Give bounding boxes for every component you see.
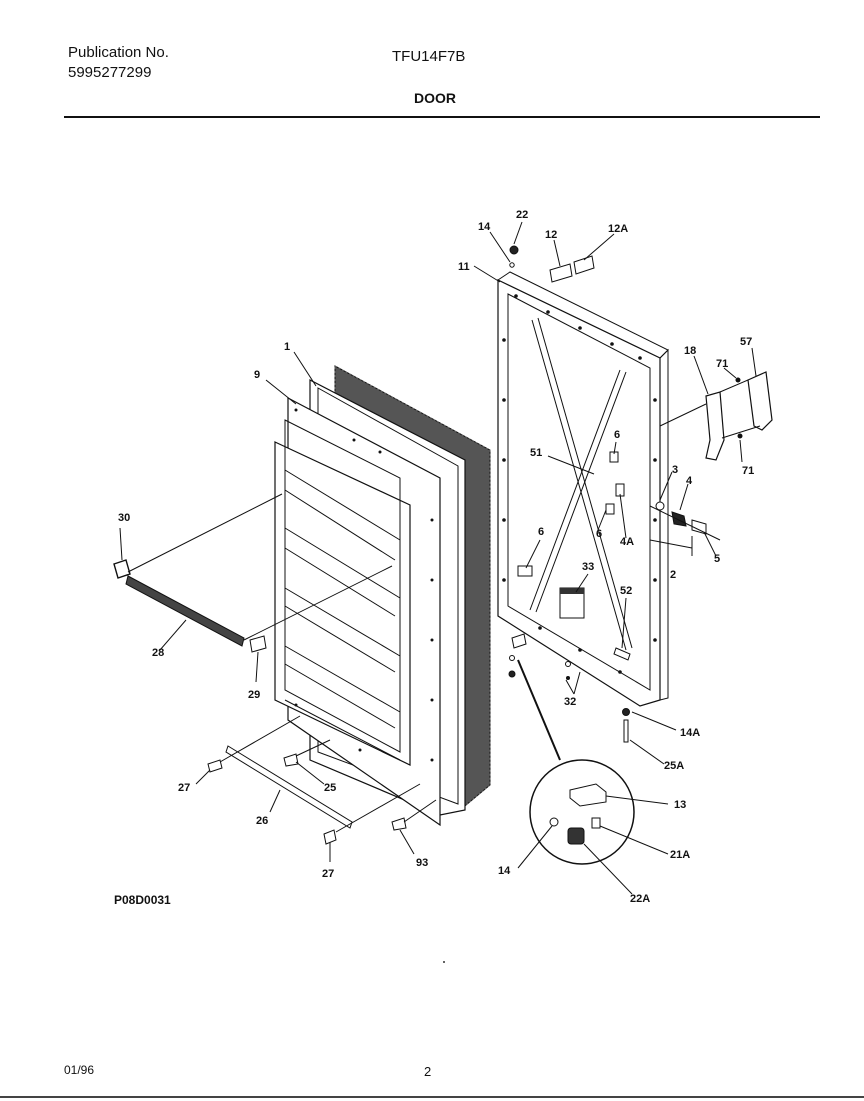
callout-12: 12 [545,229,557,241]
callout-1: 1 [284,341,290,353]
callout-30: 30 [118,512,130,524]
screw-27-left [207,759,223,773]
screw-25 [283,753,299,767]
publication-label: Publication No. [68,44,169,61]
callout-28: 28 [152,647,164,659]
leader-lines [119,221,757,895]
bracket-6-bottom [517,565,533,577]
callout-22: 22 [516,209,528,221]
left-hardware [113,493,437,845]
callout-6-bottom: 6 [538,526,544,538]
callout-21A: 21A [670,849,690,861]
model-number: TFU14F7B [392,48,466,65]
callout-51: 51 [530,447,542,459]
callout-57: 57 [740,336,752,348]
callout-33: 33 [582,561,594,573]
callout-12A: 12A [608,223,628,235]
callout-2: 2 [670,569,676,581]
callout-14A: 14A [680,727,700,739]
callout-11: 11 [458,261,470,273]
callout-4A: 4A [620,536,634,548]
hinge-18 [705,391,725,461]
callout-14-detail: 14 [498,865,511,877]
callout-14-top: 14 [478,221,491,233]
endcap-29 [249,635,267,653]
header-rule [64,116,820,118]
callout-71-top: 71 [716,358,728,370]
hinge-cover-57 [747,371,773,431]
page-number: 2 [424,1064,432,1079]
callout-25A: 25A [664,760,684,772]
callout-4: 4 [686,475,693,487]
callout-3: 3 [672,464,678,476]
hinge-assembly [659,371,773,461]
leveler-22A [567,827,585,845]
callout-labels: 1 9 30 28 29 27 26 25 27 93 14 22 12 12A… [118,209,754,905]
part-12 [549,263,573,283]
callout-27-left: 27 [178,782,190,794]
section-title: DOOR [414,90,456,106]
publication-number: 5995277299 [68,64,152,81]
panel-screw-holes [294,408,434,762]
part-12A [573,255,595,275]
part-30 [113,559,131,579]
bottom-hardware [508,633,630,761]
outer-door [497,271,669,707]
callout-25: 25 [324,782,336,794]
callout-22A: 22A [630,893,650,905]
outer-door-screw-holes [502,294,657,674]
callout-18: 18 [684,345,696,357]
bottom-edge [0,1096,864,1098]
callout-93: 93 [416,857,428,869]
handle-28 [125,575,245,647]
callout-52: 52 [620,585,632,597]
washer-14 [549,817,559,827]
drawing-code: P08D0031 [114,893,171,907]
screw-21A [591,817,601,829]
screw-93 [391,817,407,831]
callout-6-top: 6 [614,429,620,441]
callout-26: 26 [256,815,268,827]
callout-32: 32 [564,696,576,708]
callout-29: 29 [248,689,260,701]
top-hardware [509,245,595,283]
callout-6-mid: 6 [596,528,602,540]
callout-71-bottom: 71 [742,465,754,477]
bracket-6-mid [605,503,615,515]
inner-door-panel [274,397,441,827]
callout-9: 9 [254,369,260,381]
publication-date: 01/96 [64,1063,95,1077]
callout-5: 5 [714,553,720,565]
callout-27-bottom: 27 [322,868,334,880]
detail-inset [529,759,635,865]
screw-27-bottom [323,829,337,845]
bracket-13 [569,783,607,807]
bar-26 [225,745,353,829]
handle-hardware [649,501,721,556]
callout-13: 13 [674,799,686,811]
part-52 [613,647,631,661]
